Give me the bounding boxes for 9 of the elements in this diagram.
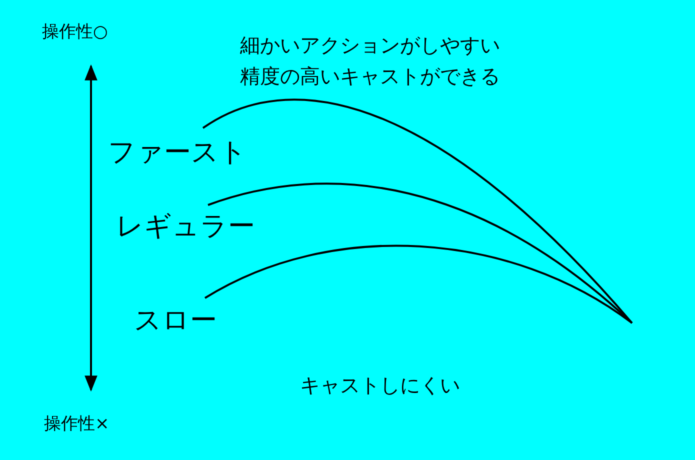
curve-label: ファースト bbox=[108, 137, 247, 170]
axis-label: 操作性× bbox=[44, 414, 110, 434]
curve-label: スロー bbox=[134, 305, 217, 338]
note-text: 精度の高いキャストができる bbox=[240, 64, 500, 88]
note-text: 細かいアクションがしやすい bbox=[240, 33, 500, 57]
note-text: キャストしにくい bbox=[300, 373, 460, 397]
arrow bbox=[84, 64, 98, 392]
curve-label: レギュラー bbox=[116, 211, 255, 244]
axis-label: 操作性○ bbox=[42, 22, 108, 42]
